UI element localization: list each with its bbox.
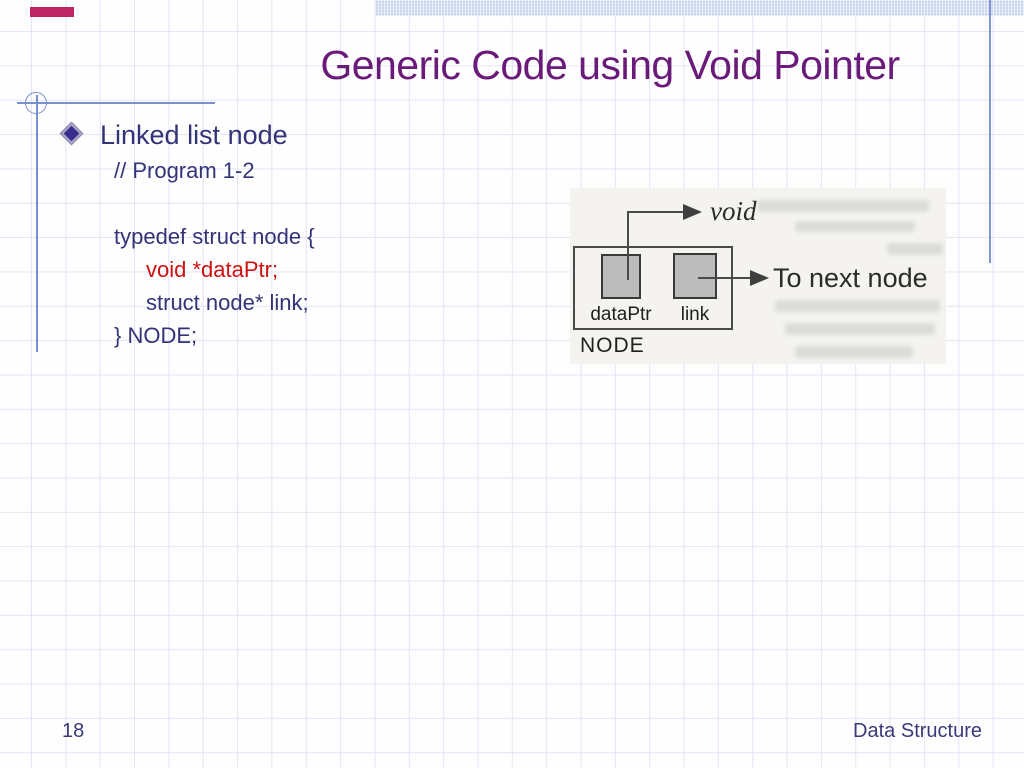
scan-artifact bbox=[757, 200, 929, 212]
void-arrow-horizontal-line bbox=[627, 211, 683, 213]
magenta-dash-decoration bbox=[30, 7, 74, 17]
dataptr-field-label: dataPtr bbox=[590, 304, 652, 325]
scan-artifact bbox=[795, 346, 913, 358]
slide-title: Generic Code using Void Pointer bbox=[320, 42, 900, 88]
void-label: void bbox=[710, 196, 757, 226]
scan-artifact bbox=[775, 300, 940, 312]
left-vertical-rule bbox=[36, 95, 38, 352]
slide-page-number: 18 bbox=[62, 720, 85, 742]
node-label: NODE bbox=[580, 334, 645, 357]
next-node-arrow-line bbox=[698, 277, 750, 279]
scan-artifact bbox=[795, 221, 915, 232]
right-vertical-rule bbox=[989, 0, 991, 263]
to-next-node-label: To next node bbox=[773, 263, 928, 293]
code-line-void-dataptr: void *dataPtr; bbox=[146, 257, 279, 282]
node-diagram-image: dataPtr link NODE void To next node bbox=[570, 188, 946, 364]
next-node-arrowhead-icon bbox=[750, 270, 769, 286]
link-field-square bbox=[673, 253, 717, 299]
footer-course-name: Data Structure bbox=[853, 720, 982, 742]
node-outline-box bbox=[573, 246, 733, 330]
scan-artifact bbox=[887, 243, 943, 255]
code-line-node-close: } NODE; bbox=[114, 323, 198, 348]
code-line-typedef: typedef struct node { bbox=[114, 224, 315, 249]
top-hatched-band bbox=[375, 0, 1024, 16]
scan-artifact bbox=[785, 323, 935, 335]
compass-circle-decoration bbox=[25, 92, 47, 114]
dataptr-field-square bbox=[601, 254, 641, 299]
code-line-comment: // Program 1-2 bbox=[114, 158, 255, 183]
code-line-struct-link: struct node* link; bbox=[146, 290, 309, 315]
left-horizontal-rule bbox=[17, 102, 215, 104]
bullet-text: Linked list node bbox=[100, 120, 288, 150]
void-arrowhead-icon bbox=[683, 204, 702, 220]
link-field-label: link bbox=[680, 304, 710, 325]
void-arrow-vertical-line bbox=[627, 211, 629, 280]
diamond-bullet-icon bbox=[59, 121, 84, 146]
